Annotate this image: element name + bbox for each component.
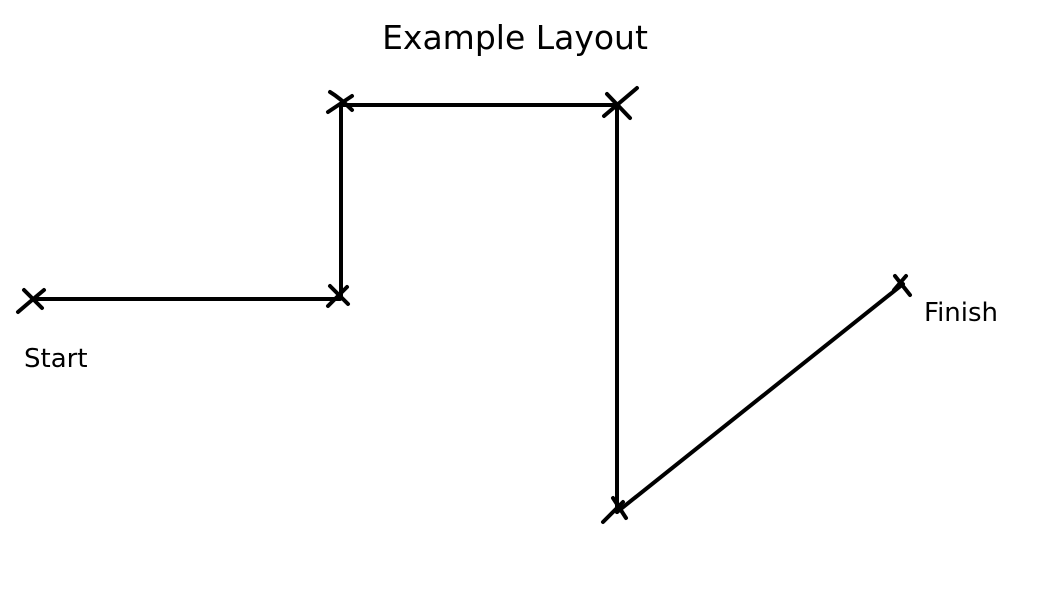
waypoint-turn-1-marker [326, 284, 350, 308]
path-segment-turn-4-to-finish [615, 282, 905, 514]
waypoint-finish-marker [892, 274, 912, 297]
waypoint-turn-3-marker [602, 86, 639, 120]
diagram-title: Example Layout [382, 18, 648, 57]
finish-label: Finish [924, 298, 998, 328]
waypoint-start-marker [16, 288, 46, 314]
waypoint-turn-2-marker [326, 90, 354, 114]
start-label: Start [24, 344, 88, 374]
waypoint-turn-4-marker [601, 496, 628, 524]
